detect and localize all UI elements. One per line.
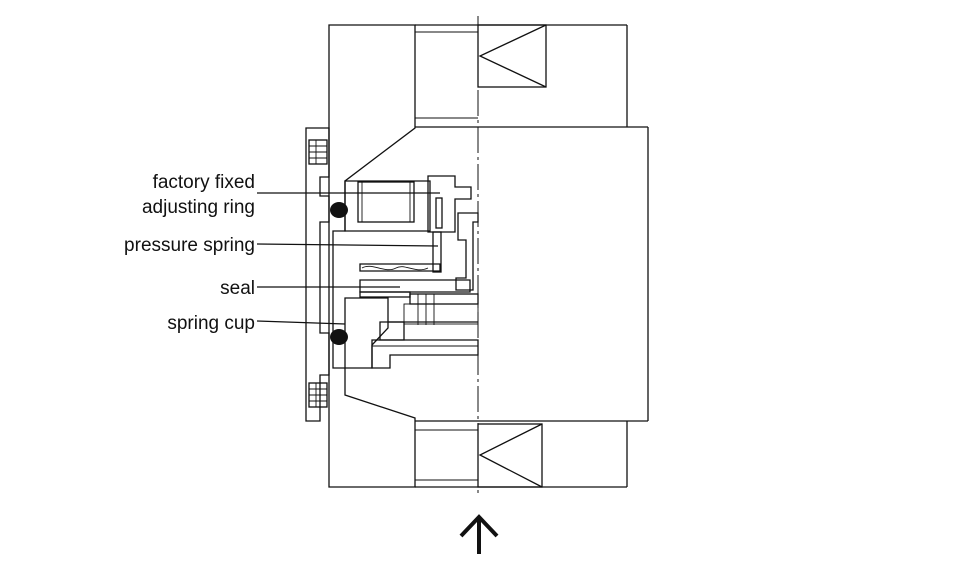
label-spring-cup: spring cup: [167, 313, 255, 334]
flange-plate: [305, 127, 330, 422]
adjusting-ring: [344, 175, 472, 233]
bolt-lower: [308, 382, 328, 408]
spring-assembly: [359, 212, 479, 325]
leader-lines: [256, 192, 440, 325]
bolt-upper: [308, 139, 328, 165]
o-ring-lower: [330, 329, 348, 345]
o-ring-upper: [330, 202, 348, 218]
label-adjusting-ring-line1: factory fixed: [153, 172, 255, 193]
label-pressure-spring: pressure spring: [124, 235, 255, 256]
label-adjusting-ring-line2: adjusting ring: [142, 197, 255, 218]
upper-triangle-mark: [477, 24, 547, 88]
housing: [328, 24, 416, 488]
arrow-up-icon: [459, 514, 499, 554]
spring-cup: [344, 297, 479, 369]
shaft-outline: [415, 24, 649, 488]
lower-triangle-mark: [477, 423, 543, 488]
label-seal: seal: [220, 278, 255, 299]
